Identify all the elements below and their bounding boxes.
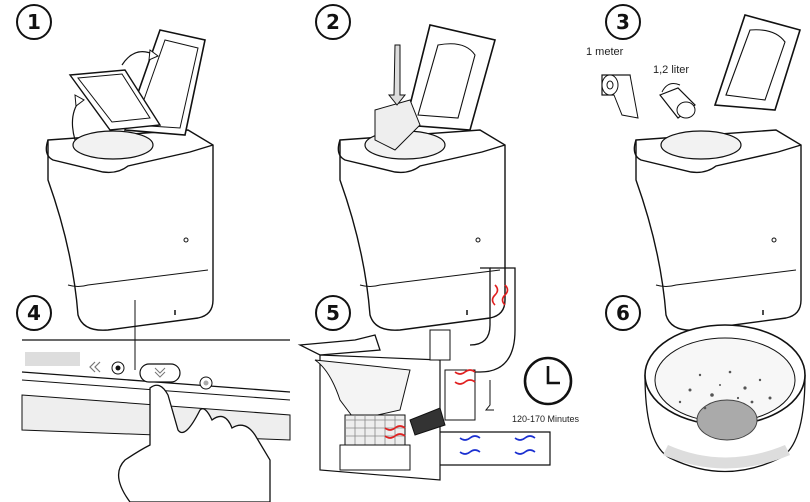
step-1-illustration [46, 30, 213, 330]
liquid-volume-label: 1,2 liter [653, 64, 689, 76]
step-6-illustration [645, 325, 805, 472]
step-1-number: 1 [16, 4, 52, 40]
step-4-illustration [22, 300, 290, 502]
toilet-paper-roll [602, 75, 638, 118]
time-range-label: 120-170 Minutes [512, 414, 579, 424]
step-2-number: 2 [315, 4, 351, 40]
clock-icon [525, 358, 571, 404]
step-3-number: 3 [605, 4, 641, 40]
step-3-illustration [602, 15, 801, 330]
step-6-number: 6 [605, 295, 641, 331]
liquid-cup [660, 84, 695, 118]
step-4-number: 4 [16, 295, 52, 331]
paper-length-label: 1 meter [586, 46, 623, 58]
step-5-number: 5 [315, 295, 351, 331]
step-2-illustration [338, 25, 505, 330]
